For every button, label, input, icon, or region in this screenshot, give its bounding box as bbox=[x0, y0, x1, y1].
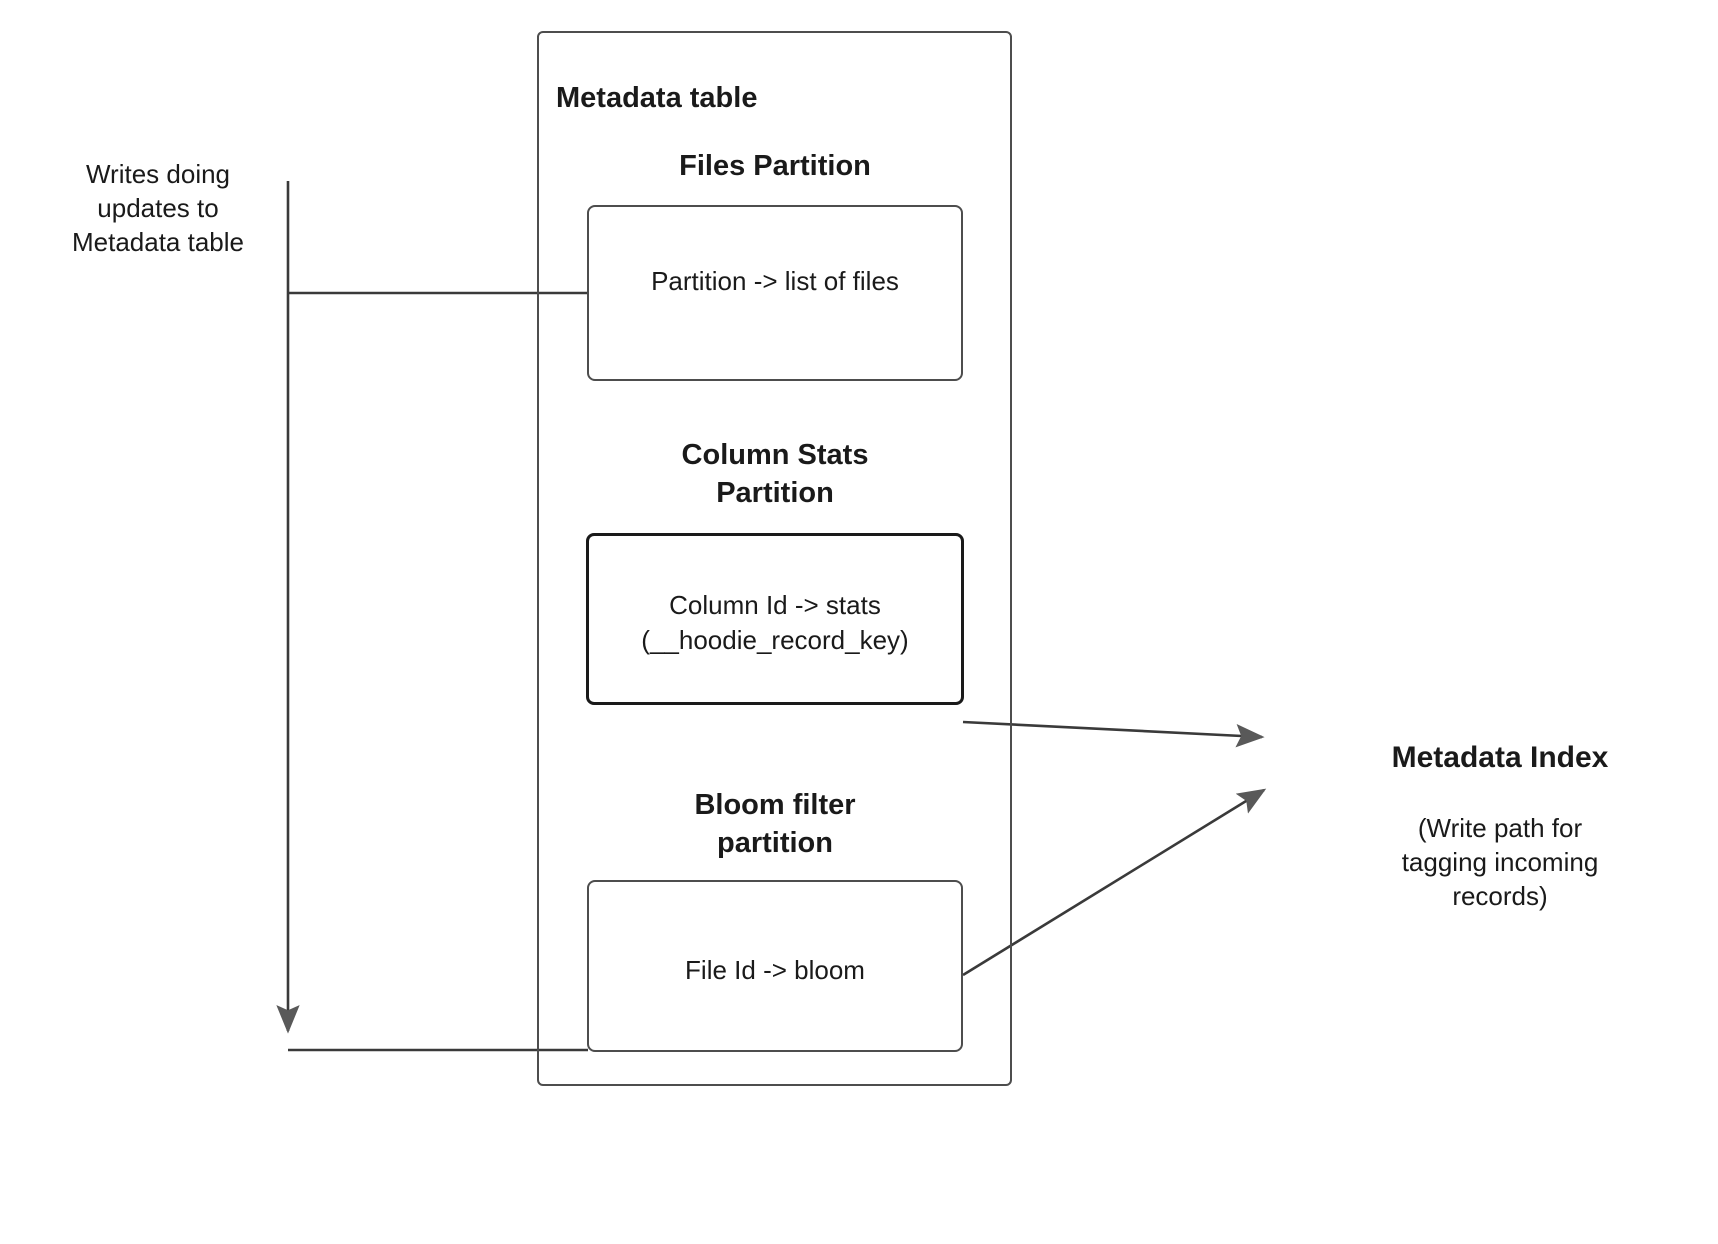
writes-updates-note: Writes doing updates to Metadata table bbox=[71, 159, 244, 257]
files-partition-box: Partition -> list of files bbox=[587, 205, 963, 381]
metadata-table-container bbox=[537, 31, 1012, 1086]
column-stats-partition-heading: Column Stats Partition bbox=[681, 439, 869, 509]
metadata-index-caption: (Write path for tagging incoming records… bbox=[1401, 813, 1599, 911]
bloom-filter-partition-heading: Bloom filter partition bbox=[694, 789, 856, 859]
metadata-table-title: Metadata table bbox=[556, 82, 758, 114]
bloom-filter-partition-content: File Id -> bloom bbox=[685, 954, 865, 985]
column-stats-partition-content: Column Id -> stats (__hoodie_record_key) bbox=[641, 590, 909, 655]
bloom-filter-partition-box: File Id -> bloom bbox=[587, 880, 963, 1052]
files-partition-content: Partition -> list of files bbox=[651, 265, 899, 296]
column-stats-partition-box: Column Id -> stats (__hoodie_record_key) bbox=[586, 533, 964, 705]
metadata-index-title: Metadata Index bbox=[1391, 741, 1609, 774]
files-partition-heading: Files Partition bbox=[679, 150, 871, 182]
